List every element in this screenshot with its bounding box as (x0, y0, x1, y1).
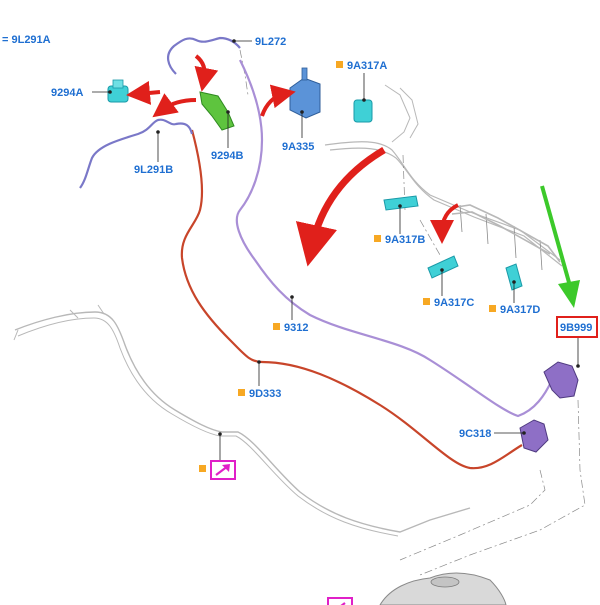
label-9294A: 9294A (51, 87, 83, 99)
label-9L291B: 9L291B (134, 164, 173, 176)
fuel-tank (379, 572, 507, 605)
label-9C318: 9C318 (459, 428, 491, 440)
leaders (92, 39, 580, 460)
label-9A317B: 9A317B (385, 234, 425, 246)
grey-line-left (13, 304, 471, 537)
line-9312 (235, 59, 553, 418)
bullet-link (199, 465, 206, 472)
arrow-link-icon[interactable] (327, 597, 353, 605)
arrow-link-icon[interactable] (210, 460, 236, 480)
grey-lines-right (324, 84, 563, 271)
green-arrow (540, 185, 580, 308)
bullet-9A317C (423, 298, 430, 305)
clip-9A317B (383, 195, 419, 211)
bracket-9A335 (289, 67, 321, 119)
highlight-box-9B999 (556, 316, 598, 338)
line-9L291B (79, 118, 194, 189)
connector-9B999 (543, 361, 579, 399)
label-9A317D: 9A317D (500, 304, 540, 316)
bullet-9A317D (489, 305, 496, 312)
bullet-9A317A (336, 61, 343, 68)
label-9D333: 9D333 (249, 388, 281, 400)
label-9312: 9312 (284, 322, 308, 334)
label-9294B: 9294B (211, 150, 243, 162)
label-9A317A: 9A317A (347, 60, 387, 72)
clip-9A317A (353, 99, 373, 123)
dash-lines (239, 49, 586, 576)
label-9A317C: 9A317C (434, 297, 474, 309)
label-9L272: 9L272 (255, 36, 286, 48)
label-9B999: 9B999 (560, 322, 592, 334)
bullet-9D333 (238, 389, 245, 396)
line-9D333 (180, 129, 523, 470)
bullet-9A317B (374, 235, 381, 242)
clip-9A317D (505, 263, 523, 291)
bullet-9312 (273, 323, 280, 330)
label-9A335: 9A335 (282, 141, 314, 153)
connector-9C318 (519, 419, 549, 453)
red-arrows (126, 54, 459, 267)
clip-9A317C (427, 255, 459, 279)
line-9L291A (167, 36, 241, 75)
label-9L291A: = 9L291A (2, 34, 51, 46)
